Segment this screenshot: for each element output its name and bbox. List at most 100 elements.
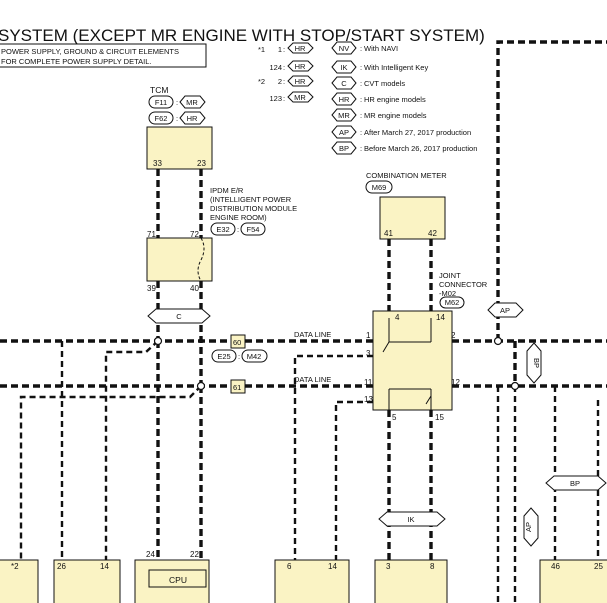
combination-meter-module: COMBINATION METER M69 41 42 [365,171,447,240]
inline-connector-1 [211,349,237,363]
svg-text:46: 46 [551,562,560,571]
svg-text::: : [360,44,362,53]
joint-pin-2: 2 [451,331,456,340]
bottom-module-6: 46 25 [539,559,607,603]
svg-text:8: 8 [430,562,435,571]
svg-text:AP: AP [524,522,533,532]
svg-text:AP: AP [500,306,510,315]
inline-pin-61: 61 [233,383,241,392]
bottom-module-1: *2 [0,559,39,603]
svg-text:14: 14 [100,562,109,571]
tcm-label: TCM [150,85,168,95]
cpu-block [148,569,207,588]
ipdm-connector-2 [240,222,266,236]
legend-def-tag-ap [331,125,357,139]
legend-tag-2 [287,60,314,72]
legend-num-1: 1 [278,45,282,54]
inline-pin-60: 60 [233,338,241,347]
ipdm-connector-1 [210,222,236,236]
svg-text:26: 26 [57,562,66,571]
ipdm-pin-72: 72 [190,230,199,239]
bottom-1-star: *2 [11,562,19,571]
tcm-pin-23: 23 [197,159,206,168]
svg-text::: : [283,77,285,86]
svg-text::: : [283,94,285,103]
legend-num-3: 2 [278,77,282,86]
legend-tag-3 [287,75,314,87]
ipdm-label-4: ENGINE ROOM) [210,213,267,222]
legend-star-3: *2 [258,77,265,86]
option-tag-bp: BP [545,475,607,491]
legend-def-mr: MR engine models [364,111,427,120]
svg-text:M69: M69 [372,183,387,192]
ipdm-label-3: DISTRIBUTION MODULE [210,204,297,213]
svg-text::: : [176,114,178,123]
svg-text:E25: E25 [217,352,230,361]
svg-text:F11: F11 [155,98,167,107]
joint-pin-11: 11 [364,378,373,387]
svg-text::: : [360,95,362,104]
legend-star-1: *1 [258,45,265,54]
legend-def-tag-ik [331,60,357,74]
bottom-module-3: 24 22 CPU [134,550,210,603]
can-high-bus: DATA LINE [0,330,607,343]
bottom-module-2: 26 14 [53,559,121,603]
legend-definitions: NV : With NAVI IK : With Intelligent Key… [331,41,477,155]
legend-code-3: HR [295,77,306,86]
svg-text:HR: HR [187,114,198,123]
joint-label-1: JOINT [439,271,461,280]
legend-def-hr: HR engine models [364,95,426,104]
svg-text:M62: M62 [445,298,460,307]
tcm-pin-33: 33 [153,159,162,168]
legend-def-tag-bp [331,141,357,155]
joint-connector [439,296,465,309]
legend-def-tag-c [331,76,357,90]
data-line-label-1: DATA LINE [294,330,331,339]
bottom-module-5: 3 8 [374,559,448,603]
svg-text::: : [237,225,239,234]
joint-pin-13: 13 [364,395,373,404]
legend-def-tag-nv [331,41,357,55]
meter-connector [365,180,393,194]
ipdm-er-module: IPDM E/R (INTELLIGENT POWER DISTRIBUTION… [146,186,297,293]
svg-text::: : [176,98,178,107]
svg-text:22: 22 [190,550,199,559]
svg-text:HR: HR [339,95,350,104]
legend-def-tag-hr [331,92,357,106]
joint-box [372,310,453,411]
svg-text:3: 3 [386,562,391,571]
svg-text:IK: IK [407,515,414,524]
joint-pin-3: 3 [366,349,371,358]
svg-text:NV: NV [339,44,349,53]
joint-pin-5: 5 [392,413,397,422]
reference-note-box: POWER SUPPLY, GROUND & CIRCUIT ELEMENTS … [0,43,207,68]
cpu-label: CPU [169,575,187,585]
option-tag-bp-vertical: BP [526,342,542,384]
svg-text:14: 14 [328,562,337,571]
option-tag-ap-vertical: AP [523,507,539,547]
legend-def-ap: After March 27, 2017 production [364,128,471,137]
joint-label-3: -M02 [439,289,456,298]
svg-text::: : [360,128,362,137]
tcm-module: TCM F11 : MR F62 : HR 33 23 [146,85,213,170]
legend-def-bp: Before March 26, 2017 production [364,144,477,153]
note-line-2: FOR COMPLETE POWER SUPPLY DETAIL. [1,57,151,66]
meter-pin-42: 42 [428,229,437,238]
note-line-1: POWER SUPPLY, GROUND & CIRCUIT ELEMENTS [1,47,179,56]
tcm-connector-1 [148,95,174,109]
tcm-connector-2 [148,111,174,125]
can-low-bus: DATA LINE [0,375,607,388]
svg-text:MR: MR [338,111,350,120]
svg-text:25: 25 [594,562,603,571]
joint-pin-1: 1 [366,331,371,340]
legend-code-1: HR [295,44,306,53]
svg-text::: : [360,79,362,88]
legend-tag-4 [287,91,314,103]
legend-def-tag-mr [331,108,357,122]
inline-connector-2 [241,349,268,363]
svg-text:E32: E32 [216,225,229,234]
vertical-wires [19,40,607,603]
ipdm-pin-71: 71 [147,230,156,239]
meter-pin-41: 41 [384,229,393,238]
